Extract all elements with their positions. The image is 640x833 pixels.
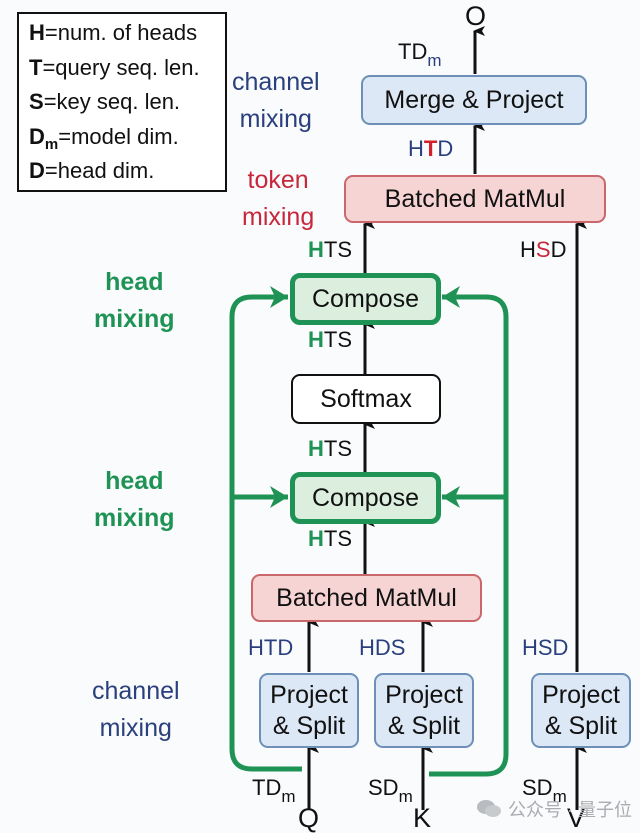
- legend-item-head-dim: D=head dim.: [29, 158, 155, 183]
- legend-item-query-len: T=query seq. len.: [29, 54, 200, 80]
- legend-item-key-len: S=key seq. len.: [29, 89, 181, 114]
- legend-box: H=num. of heads T=query seq. len. S=key …: [17, 12, 227, 192]
- dim-compose-top-in: HTS: [308, 327, 353, 352]
- project-split-v-block: Project& Split: [531, 673, 631, 748]
- data-flow-arrows: [307, 26, 587, 810]
- dim-softmax-in: HTS: [308, 436, 353, 461]
- wechat-icon: [477, 800, 501, 817]
- dim-output: TDm: [398, 39, 442, 71]
- legend-item-heads: H=num. of heads: [29, 20, 198, 45]
- compose-bottom-block: Compose: [290, 472, 441, 524]
- watermark: 公众号 · 量子位: [476, 796, 632, 822]
- dim-k-in: SDm: [368, 775, 413, 807]
- compose-top-block: Compose: [290, 273, 441, 325]
- key-symbol: K: [413, 803, 432, 833]
- dim-v-in: SDm: [522, 775, 567, 807]
- legend-item-model-dim: Dm=model dim.: [29, 123, 179, 153]
- softmax-block: Softmax: [291, 374, 441, 424]
- head-mixing-left-loop: [229, 286, 302, 772]
- output-symbol: O: [465, 1, 487, 31]
- query-symbol: Q: [298, 803, 320, 833]
- merge-project-block: Merge & Project: [361, 75, 587, 125]
- dim-v-path: HSD: [520, 237, 567, 262]
- dim-k-proj-out: HDS: [359, 635, 406, 660]
- batched-matmul-bottom-block: Batched MatMul: [251, 574, 482, 622]
- batched-matmul-top-block: Batched MatMul: [344, 175, 606, 223]
- dim-q-proj-out: HTD: [248, 635, 294, 660]
- head-mixing-right-loop: [429, 286, 509, 777]
- dim-q-in: TDm: [252, 775, 296, 807]
- dim-matmul-top-in: HTS: [308, 237, 353, 262]
- value-symbol: V: [567, 803, 586, 833]
- project-split-q-block: Project& Split: [259, 673, 359, 748]
- dim-merge-in: HTD: [408, 136, 454, 161]
- dim-compose-bottom-in: HTS: [308, 526, 353, 551]
- project-split-k-block: Project& Split: [374, 673, 474, 748]
- dim-v-proj-out: HSD: [522, 635, 569, 660]
